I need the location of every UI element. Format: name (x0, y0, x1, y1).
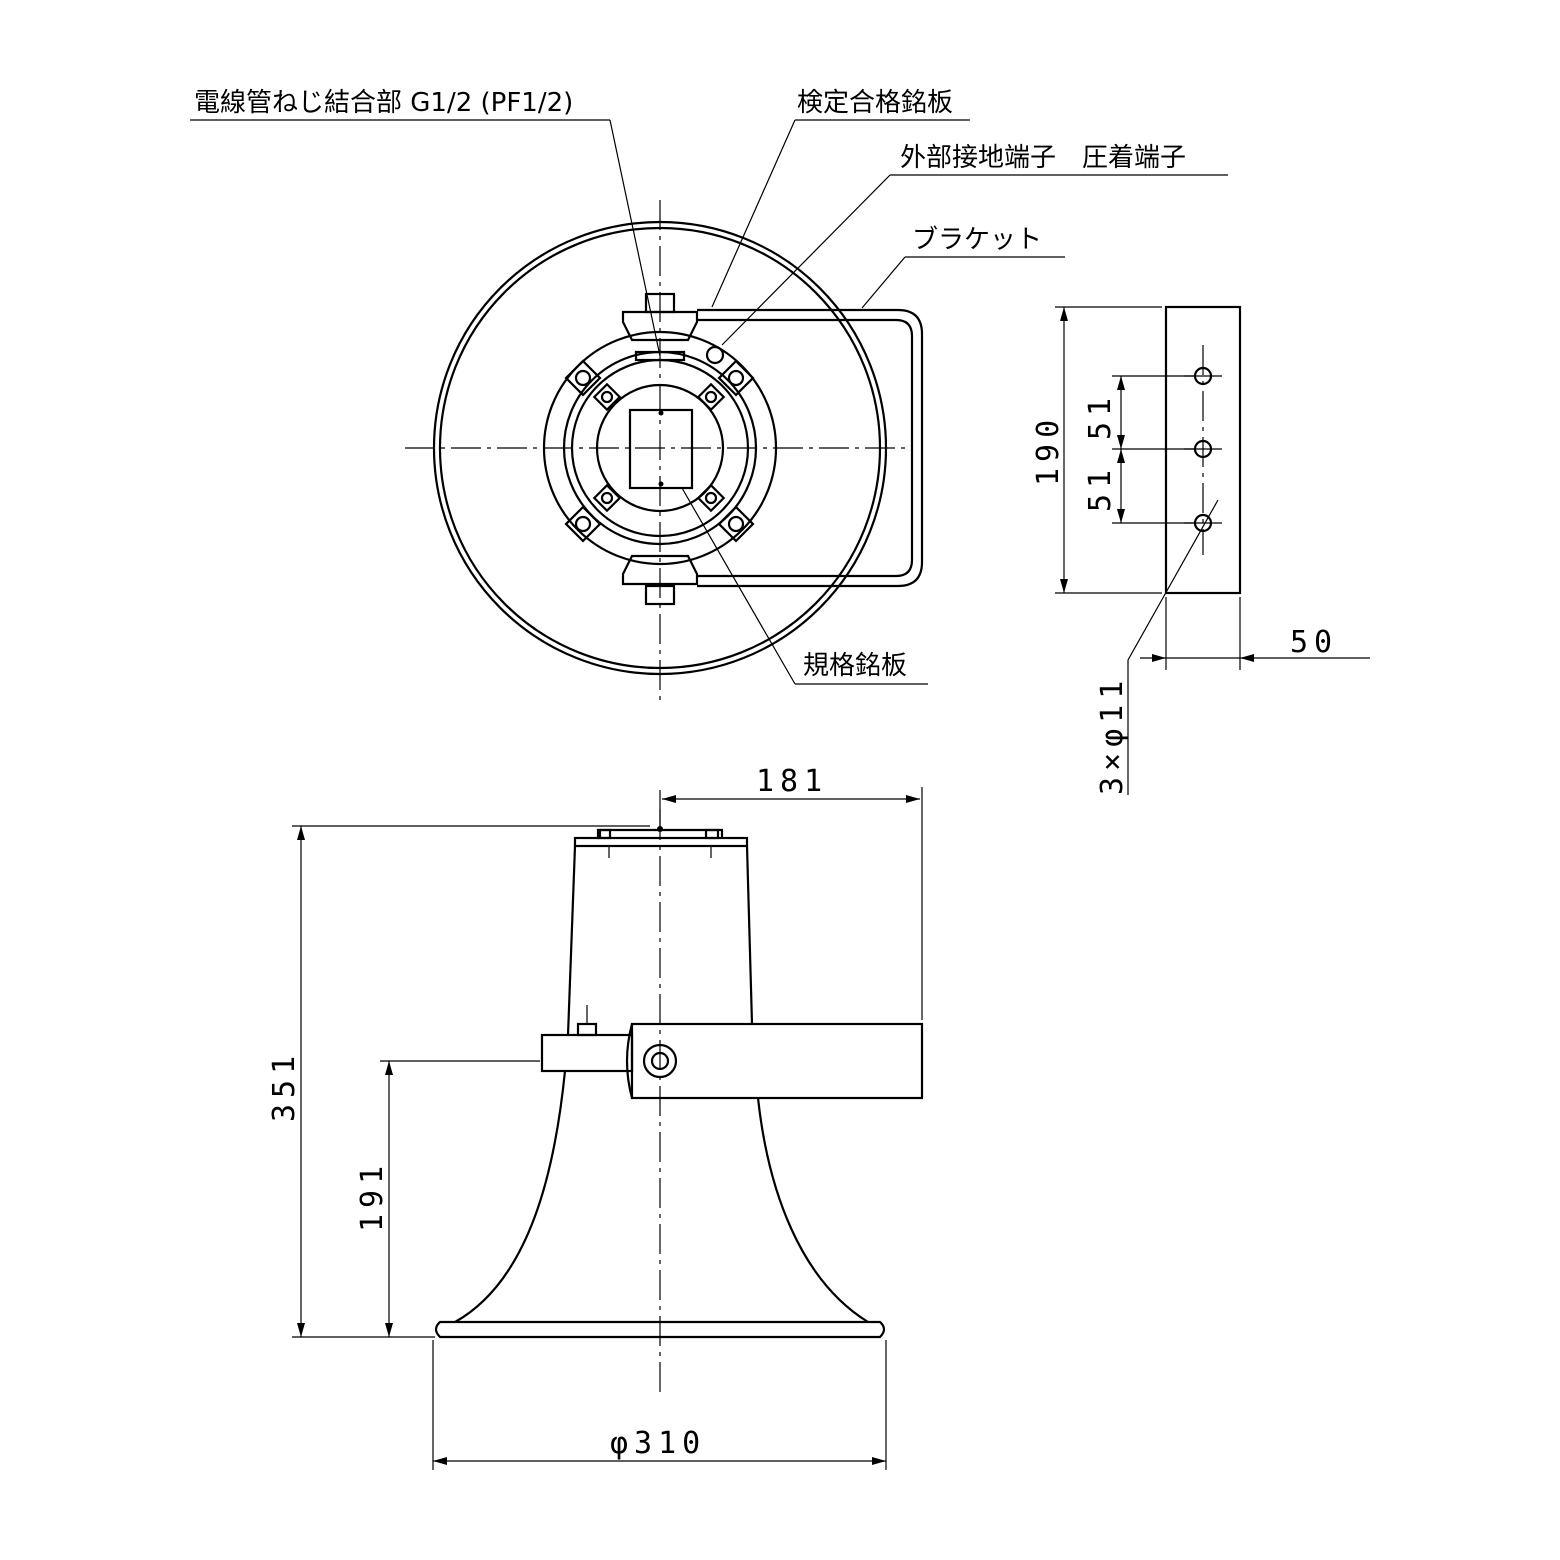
bracket-dimensions (1055, 306, 1370, 795)
front-view (405, 200, 924, 700)
leaders-top (190, 119, 1228, 685)
dim-holes: 3×φ11 (1095, 675, 1130, 795)
horn-flare (454, 1070, 869, 1323)
side-dimensions (292, 787, 923, 1470)
dim-hole-pitch-upper: 51 (1083, 392, 1118, 440)
driver-body (566, 845, 754, 1036)
label-bracket: ブラケット (912, 225, 1042, 255)
label-ground-terminal: 外部接地端子 圧着端子 (900, 143, 1186, 173)
dim-total-height: 351 (267, 1050, 302, 1122)
top-cap (573, 836, 749, 848)
dim-offset: 181 (756, 764, 828, 799)
dim-horn-diameter: φ310 (610, 1426, 706, 1461)
ground-terminal (705, 345, 725, 365)
side-view (434, 810, 924, 1395)
bracket-detail (1164, 305, 1242, 595)
label-rating-plate: 規格銘板 (803, 651, 907, 681)
clamp-block (540, 1033, 634, 1073)
label-inspection-plate: 検定合格銘板 (797, 88, 953, 118)
dim-pivot-height: 191 (355, 1160, 390, 1232)
dim-bracket-height: 190 (1031, 414, 1066, 486)
label-conduit: 電線管ねじ結合部 G1/2 (PF1/2) (194, 88, 573, 118)
dim-bracket-width: 50 (1290, 625, 1338, 660)
dim-hole-pitch-lower: 51 (1083, 464, 1118, 512)
bracket-band-inner (697, 318, 914, 578)
horn-lip (434, 1320, 886, 1339)
bottom-clamp (621, 554, 699, 586)
rating-plate (628, 408, 694, 490)
bracket-band (697, 308, 924, 588)
bracket-plate (1164, 305, 1242, 595)
top-clamp (621, 310, 699, 342)
flange-bolts (564, 359, 755, 543)
